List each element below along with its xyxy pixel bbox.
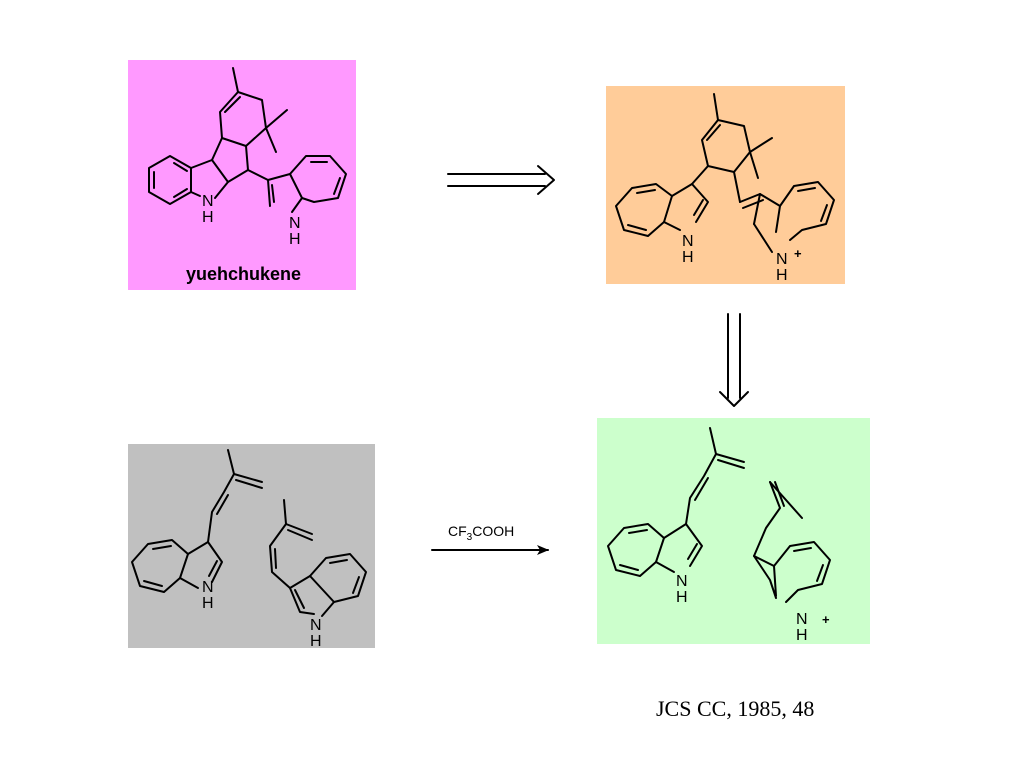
- cation-h-right: H: [776, 267, 788, 284]
- diene-cation-structure: N H N H +: [597, 418, 870, 644]
- precursor-structure: N H N H: [128, 444, 375, 650]
- cation-nh-right: N: [776, 251, 788, 268]
- cation-nh-left: N: [682, 233, 694, 250]
- yuehchukene-nh-right: N: [289, 215, 301, 232]
- diene-cation-indole-right: [753, 481, 831, 603]
- yuehchukene-gem-methyl-2: [265, 127, 277, 153]
- yuehchukene-structure: N H N H yuehchukene: [128, 60, 356, 290]
- cation-indole-left: [615, 165, 709, 237]
- cation-indole-right: [753, 181, 835, 253]
- yuehchukene-h-right: H: [289, 231, 301, 248]
- diene-cation-h-left: H: [676, 589, 688, 606]
- diene-cation-indole-left: [607, 427, 745, 577]
- cation-h-left: H: [682, 249, 694, 266]
- precursor-h-right: H: [310, 633, 322, 650]
- retro-arrow-horizontal: [447, 165, 555, 195]
- cation-structure: N H N H +: [606, 86, 845, 284]
- diene-cation-h-right: H: [796, 627, 808, 644]
- diene-cation-nh-left: N: [676, 573, 688, 590]
- citation-reference: JCS CC, 1985, 48: [656, 696, 814, 721]
- precursor-h-left: H: [202, 595, 214, 612]
- yuehchukene-h-left: H: [202, 209, 214, 226]
- reagent-label: CF3COOH: [448, 523, 514, 543]
- yuehchukene-cyclohexene-ring: [219, 91, 267, 147]
- yuehchukene-methyl: [232, 67, 239, 93]
- retro-arrow-vertical: [719, 313, 749, 407]
- diene-cation-charge: +: [822, 612, 830, 627]
- yuehchukene-box: [128, 60, 356, 290]
- cation-charge: +: [794, 246, 802, 261]
- reaction-arrow: CF3COOH: [431, 523, 549, 555]
- yuehchukene-nh-left: N: [202, 193, 214, 210]
- yuehchukene-indoline-ring: [190, 159, 229, 199]
- diene-cation-nh-right: N: [796, 611, 808, 628]
- cation-box: [606, 86, 845, 284]
- precursor-nh-left: N: [202, 579, 214, 596]
- yuehchukene-indole-right: [267, 155, 347, 213]
- precursor-indole-right: [269, 499, 367, 617]
- precursor-indole-left: [131, 449, 263, 593]
- yuehchukene-gem-methyl-1: [265, 109, 288, 129]
- yuehchukene-name-label: yuehchukene: [186, 264, 301, 284]
- precursor-nh-right: N: [310, 617, 322, 634]
